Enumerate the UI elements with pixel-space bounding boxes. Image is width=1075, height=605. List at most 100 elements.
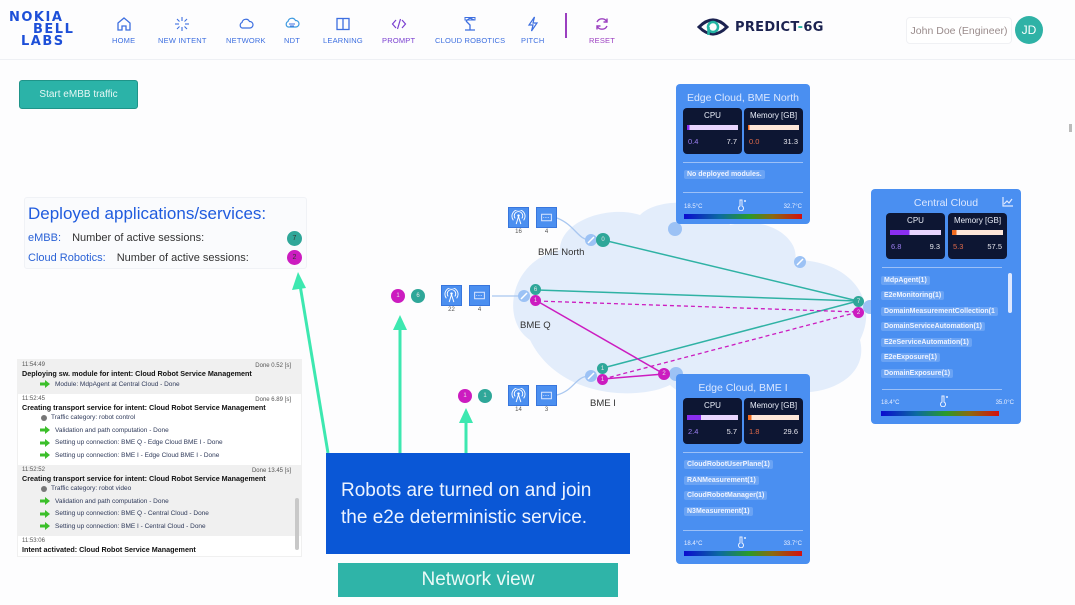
router-bme-north[interactable] — [585, 234, 597, 246]
nav-home-label: HOME — [112, 36, 136, 45]
log-entry: 11:52:45 Done 6.89 [s] Creating transpor… — [18, 394, 301, 465]
ue-embb-count-bme-i: 1 — [478, 389, 492, 403]
site-label-bme-q: BME Q — [520, 320, 551, 331]
meter-label: Memory [GB] — [953, 216, 1002, 225]
memory-usage-bar — [952, 230, 1003, 235]
module-tag: DomainExposure(1) — [881, 369, 954, 378]
server-node-bme-q[interactable] — [469, 285, 490, 306]
nav-reset[interactable]: RESET — [589, 16, 615, 45]
start-embb-traffic-button[interactable]: Start eMBB traffic — [19, 80, 138, 109]
log-entry: 11:54:49 Done 0.52 [s] Deploying sw. mod… — [18, 360, 301, 394]
log-step-text: Traffic category: robot video — [51, 485, 132, 493]
log-title: Intent activated: Cloud Robot Service Ma… — [22, 544, 196, 554]
book-icon — [336, 17, 350, 31]
green-arrow-icon — [40, 522, 50, 531]
antenna-count: 14 — [515, 407, 522, 413]
router-bme-i[interactable] — [585, 370, 597, 382]
router-core[interactable] — [794, 256, 806, 268]
log-time: 11:53:06 — [22, 537, 45, 544]
green-arrow-icon — [40, 451, 50, 460]
nav-prompt[interactable]: PROMPT — [382, 16, 415, 45]
nav-pitch-label: PITCH — [521, 36, 545, 45]
nav-ndt[interactable]: NDT — [284, 16, 300, 45]
bullet-icon — [41, 414, 47, 421]
log-scrollbar[interactable] — [295, 498, 299, 550]
log-step: Setting up connection: BME I - Edge Clou… — [22, 449, 297, 462]
antenna-node-bme-i[interactable] — [508, 385, 529, 406]
log-step: Setting up connection: BME I - Central C… — [22, 520, 297, 533]
ue-robot-count-bme-i: 1 — [458, 389, 472, 403]
cpu-meter: CPU 0.4 7.7 — [683, 108, 742, 154]
meter-label: Memory [GB] — [749, 401, 798, 410]
cpu-usage-bar — [687, 125, 738, 130]
cloud-icon — [239, 18, 254, 29]
temp-max: 35.0°C — [995, 400, 1014, 406]
activity-log-panel[interactable]: 11:54:49 Done 0.52 [s] Deploying sw. mod… — [17, 359, 302, 557]
log-step: Module: MdpAgent at Central Cloud - Done — [22, 378, 297, 391]
memory-total: 57.5 — [987, 242, 1002, 251]
thermometer-icon — [940, 395, 948, 407]
site-label-bme-i: BME I — [590, 398, 616, 409]
logo-line: BELL — [33, 22, 75, 37]
log-title: Creating transport service for intent: C… — [22, 473, 266, 483]
service-name: eMBB: — [28, 232, 62, 244]
eye-logo-icon — [697, 18, 729, 36]
log-step: Setting up connection: BME Q - Central C… — [22, 508, 297, 521]
log-time: 11:52:45 — [22, 395, 45, 402]
user-name-display[interactable]: John Doe (Engineer) — [906, 17, 1012, 44]
page-scrollbar[interactable] — [1069, 124, 1072, 132]
brand-part1: PREDICT — [735, 19, 798, 35]
antenna-node-bme-north[interactable] — [508, 207, 529, 228]
server-count: 3 — [544, 407, 549, 413]
server-icon — [541, 213, 552, 222]
divider — [882, 267, 1002, 268]
temperature-gradient-bar — [684, 214, 802, 219]
sparkle-icon — [175, 17, 190, 31]
north-cloud-port — [668, 222, 682, 236]
memory-used: 5.3 — [953, 242, 964, 251]
chart-icon[interactable] — [1002, 197, 1013, 207]
edge-cloud-bme-i-panel[interactable]: Edge Cloud, BME I CPU 2.4 5.7 Memory [GB… — [676, 374, 810, 564]
memory-used: 1.8 — [749, 427, 760, 436]
brand-separator: - — [797, 19, 804, 35]
temp-max: 33.7°C — [783, 541, 802, 547]
embb-link-i-central — [602, 300, 859, 369]
panel-title: Edge Cloud, BME I — [698, 382, 788, 394]
antenna-count: 16 — [515, 229, 522, 235]
embb-link-north-central — [602, 239, 859, 302]
thermometer-icon — [738, 199, 746, 211]
network-view-label: Network view — [338, 563, 618, 597]
cpu-usage-bar — [687, 415, 738, 420]
log-step-text: Traffic category: robot control — [51, 414, 136, 422]
nav-network[interactable]: NETWORK — [226, 16, 266, 45]
server-node-bme-north[interactable] — [536, 207, 557, 228]
nav-new-intent[interactable]: NEW INTENT — [158, 16, 207, 45]
deployed-services-panel: Deployed applications/services: eMBB: Nu… — [24, 197, 307, 269]
memory-meter: Memory [GB] 0.0 31.3 — [744, 108, 803, 154]
nav-pitch[interactable]: PITCH — [521, 16, 545, 45]
memory-usage-bar — [748, 415, 799, 420]
nav-home[interactable]: HOME — [112, 16, 135, 45]
thermometer-icon — [738, 536, 746, 548]
edge-cloud-bme-north-panel[interactable]: Edge Cloud, BME North CPU 0.4 7.7 Memory… — [676, 84, 810, 224]
nokia-bell-labs-logo[interactable]: NOKIA BELL LABS — [9, 11, 89, 48]
central-cloud-panel[interactable]: Central Cloud CPU 6.8 9.3 Memory [GB] 5.… — [871, 189, 1021, 424]
network-cloud-shape — [513, 202, 867, 403]
avatar[interactable]: JD — [1015, 16, 1043, 44]
module-tag: CloudRobotUserPlane(1) — [684, 460, 773, 469]
brand-part2: 6G — [803, 19, 824, 35]
antenna-node-bme-q[interactable] — [441, 285, 462, 306]
sessions-label: Number of active sessions: — [72, 232, 205, 244]
server-node-bme-i[interactable] — [536, 385, 557, 406]
nav-cloud-robotics[interactable]: CLOUD ROBOTICS — [435, 16, 505, 45]
module-list-scrollbar[interactable] — [1008, 273, 1012, 313]
divider — [683, 162, 803, 163]
router-bme-q[interactable] — [518, 290, 530, 302]
nav-network-label: NETWORK — [226, 36, 266, 45]
nav-learning[interactable]: LEARNING — [323, 16, 363, 45]
ue-embb-count-bme-q: 6 — [411, 289, 425, 303]
robot-link-q-central — [536, 300, 859, 313]
memory-meter: Memory [GB] 5.3 57.5 — [948, 213, 1007, 259]
callout-arrow — [292, 272, 473, 454]
